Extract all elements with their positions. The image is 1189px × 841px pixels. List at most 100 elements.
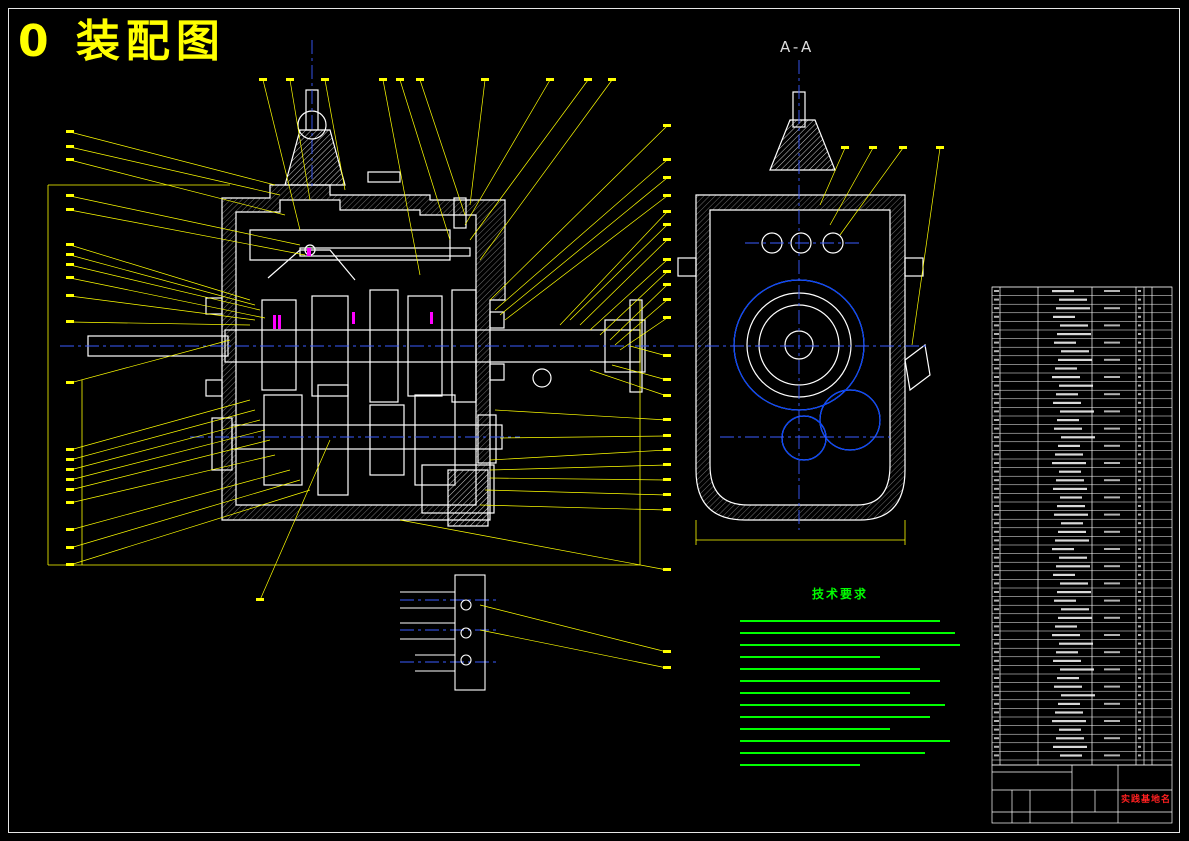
part-tag bbox=[663, 158, 671, 161]
leader-line bbox=[609, 284, 668, 341]
table-cell-text bbox=[1060, 668, 1094, 671]
tech-note-line bbox=[740, 642, 965, 649]
table-cell-material bbox=[1104, 754, 1120, 757]
leader-line bbox=[382, 79, 421, 276]
leader-line bbox=[489, 125, 668, 301]
leader-line bbox=[629, 345, 668, 357]
table-cell-qty bbox=[1138, 505, 1141, 507]
table-cell-qty bbox=[1138, 720, 1141, 722]
part-tag bbox=[66, 320, 74, 323]
part-tag bbox=[663, 283, 671, 286]
table-cell-text bbox=[1052, 376, 1080, 379]
part-tag bbox=[841, 146, 849, 149]
part-tag bbox=[663, 448, 671, 451]
table-cell-number bbox=[994, 462, 999, 464]
table-cell-qty bbox=[1138, 427, 1141, 430]
drain-plug bbox=[532, 368, 552, 388]
part-tag bbox=[66, 194, 74, 197]
tech-note-line bbox=[740, 762, 965, 769]
leader-line bbox=[419, 79, 466, 216]
part-tag bbox=[416, 78, 424, 81]
leader-line bbox=[479, 604, 668, 653]
table-cell-material bbox=[1104, 634, 1120, 636]
table-cell-qty bbox=[1138, 599, 1141, 602]
table-cell-number bbox=[994, 754, 999, 757]
table-cell-material bbox=[1104, 479, 1120, 482]
table-cell-text bbox=[1056, 737, 1084, 740]
table-cell-qty bbox=[1138, 324, 1141, 327]
table-cell-number bbox=[994, 505, 999, 507]
table-cell-text bbox=[1053, 745, 1087, 748]
table-cell-number bbox=[994, 307, 999, 310]
table-cell-material bbox=[1104, 393, 1120, 396]
table-cell-number bbox=[994, 642, 999, 645]
part-tag bbox=[936, 146, 944, 149]
table-cell-text bbox=[1052, 720, 1086, 723]
table-cell-material bbox=[1104, 513, 1120, 516]
leader-lines bbox=[69, 79, 941, 669]
table-cell-number bbox=[994, 745, 999, 748]
table-cell-number bbox=[994, 539, 999, 542]
leader-line bbox=[479, 629, 668, 669]
leader-line bbox=[911, 147, 941, 346]
table-cell-text bbox=[1053, 659, 1081, 662]
table-cell-text bbox=[1057, 333, 1091, 336]
synchronizer-marks bbox=[273, 248, 433, 329]
tech-note-line bbox=[740, 690, 965, 697]
table-cell-number bbox=[994, 333, 999, 335]
tech-note-line bbox=[740, 702, 965, 709]
table-cell-qty bbox=[1138, 694, 1141, 697]
part-tag bbox=[663, 238, 671, 241]
main-section-view bbox=[87, 89, 646, 527]
tech-requirements-notes bbox=[740, 618, 965, 774]
table-cell-qty bbox=[1138, 479, 1141, 482]
part-tag bbox=[66, 208, 74, 211]
part-tag bbox=[66, 130, 74, 133]
table-cell-qty bbox=[1138, 436, 1141, 439]
part-tag bbox=[66, 381, 74, 384]
table-cell-material bbox=[1104, 685, 1120, 688]
table-cell-text bbox=[1059, 728, 1081, 731]
table-cell-number bbox=[994, 728, 999, 731]
tech-note-line bbox=[740, 630, 965, 637]
table-cell-material bbox=[1104, 668, 1120, 671]
part-tag bbox=[66, 158, 74, 161]
table-cell-number bbox=[994, 358, 999, 361]
part-tag bbox=[663, 194, 671, 197]
table-cell-text bbox=[1055, 367, 1077, 370]
table-cell-qty bbox=[1138, 350, 1141, 353]
leader-line bbox=[839, 147, 904, 236]
table-cell-number bbox=[994, 694, 999, 697]
part-tag bbox=[66, 253, 74, 256]
table-cell-text bbox=[1058, 444, 1080, 447]
leader-line bbox=[599, 271, 668, 336]
table-cell-qty bbox=[1138, 513, 1141, 516]
part-tag bbox=[663, 434, 671, 437]
part-tag bbox=[663, 316, 671, 319]
table-cell-qty bbox=[1138, 462, 1141, 464]
table-cell-qty bbox=[1138, 651, 1141, 654]
part-tag bbox=[663, 223, 671, 226]
table-cell-text bbox=[1052, 462, 1086, 465]
leader-line bbox=[69, 469, 291, 531]
leader-line bbox=[469, 79, 486, 206]
table-cell-qty bbox=[1138, 728, 1141, 731]
table-cell-number bbox=[994, 599, 999, 602]
table-cell-qty bbox=[1138, 685, 1141, 688]
table-cell-material bbox=[1104, 651, 1120, 654]
leader-line bbox=[289, 79, 311, 201]
table-cell-text bbox=[1060, 496, 1082, 499]
table-cell-qty bbox=[1138, 341, 1141, 344]
part-tag bbox=[663, 568, 671, 571]
table-cell-qty bbox=[1138, 453, 1141, 456]
table-cell-qty bbox=[1138, 444, 1141, 447]
table-cell-number bbox=[994, 659, 999, 662]
part-tag bbox=[663, 176, 671, 179]
table-cell-qty bbox=[1138, 307, 1141, 310]
section-view-label: A-A bbox=[780, 38, 815, 56]
table-cell-qty bbox=[1138, 634, 1141, 636]
part-tag bbox=[66, 294, 74, 297]
table-cell-material bbox=[1104, 376, 1120, 378]
table-cell-material bbox=[1104, 341, 1120, 344]
